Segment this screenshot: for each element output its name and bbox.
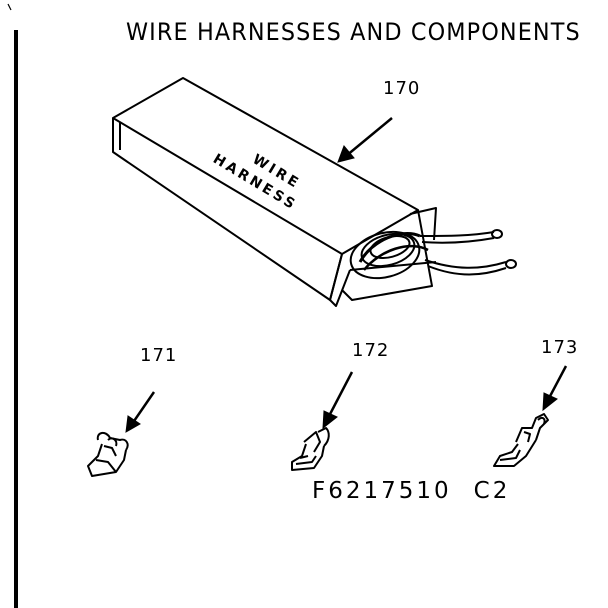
leader-arrow-173 (542, 365, 568, 412)
part-suffix: C2 (473, 478, 511, 504)
box-label: WIRE HARNESS (210, 151, 303, 214)
leader-arrow-171 (125, 391, 156, 433)
callout-172: 172 (352, 340, 390, 361)
callout-173: 173 (541, 337, 579, 358)
callout-170: 170 (383, 78, 421, 99)
left-border-line (7, 3, 18, 608)
part-number: F6217510 (312, 478, 452, 504)
page-title: WIRE HARNESSES AND COMPONENTS (126, 18, 581, 46)
leader-arrow-170 (337, 117, 393, 163)
terminal-173 (493, 413, 549, 467)
wire-harness-box (112, 77, 517, 307)
terminal-171 (87, 432, 129, 477)
callout-171: 171 (140, 345, 178, 366)
leader-arrow-172 (322, 371, 354, 430)
terminal-172 (291, 427, 330, 471)
part-code: F6217510 C2 (312, 478, 510, 504)
